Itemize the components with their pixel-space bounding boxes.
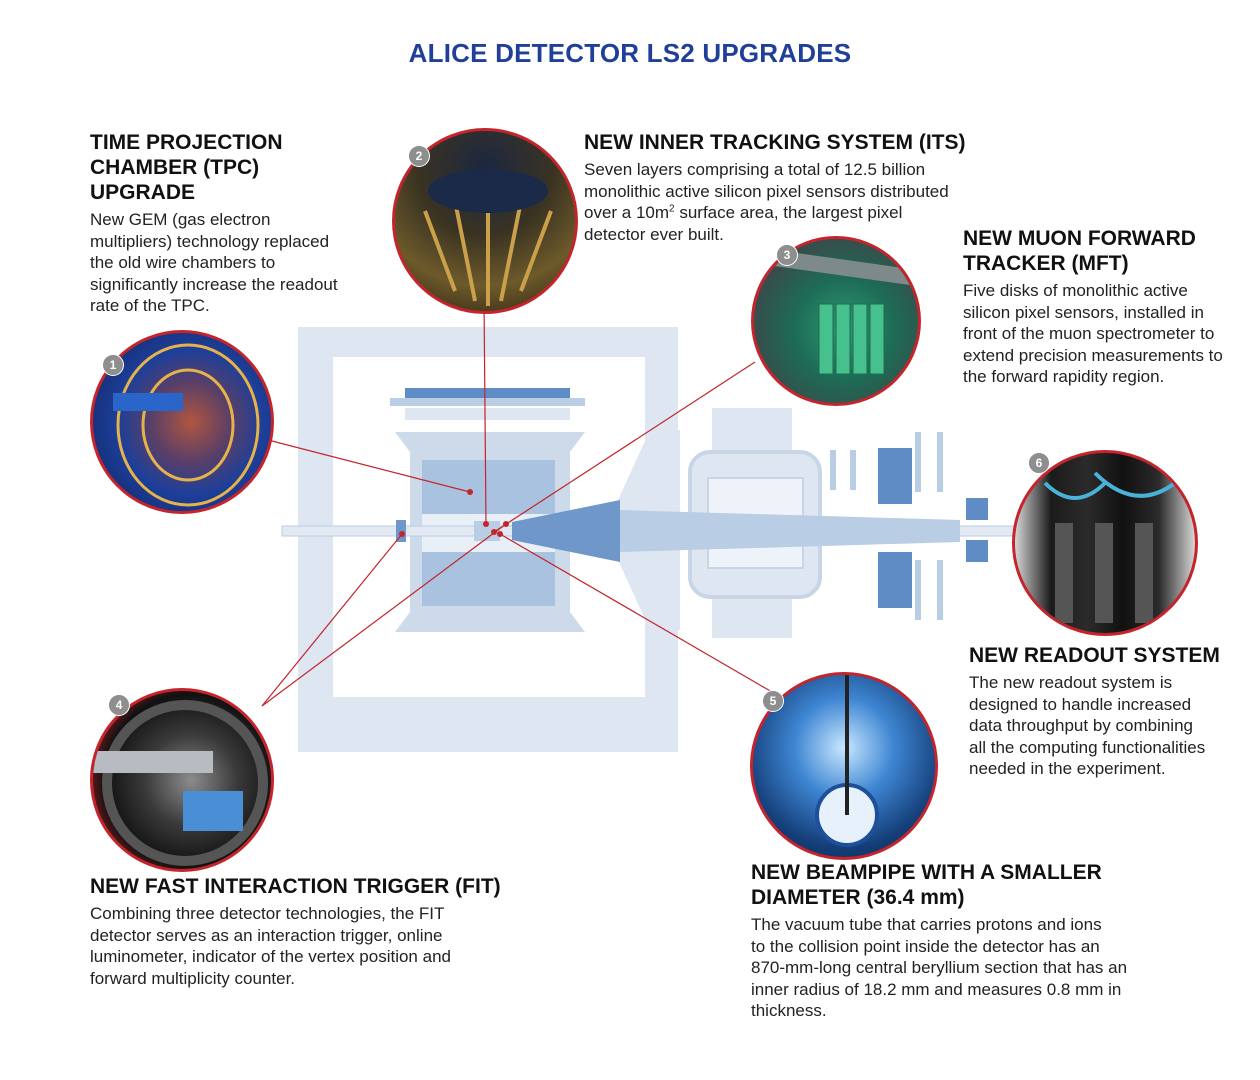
top-plate — [390, 398, 585, 406]
callout-its: NEW INNER TRACKING SYSTEM (ITS) Seven la… — [584, 130, 1004, 245]
callout-body: Five disks of monolithic active silicon … — [963, 281, 1223, 386]
leader-line-4a — [261, 533, 403, 707]
callout-body: Combining three detector technologies, t… — [90, 904, 451, 988]
callout-readout: NEW READOUT SYSTEM The new readout syste… — [969, 643, 1254, 780]
top-plate-dark — [405, 388, 570, 398]
callout-beampipe: NEW BEAMPIPE WITH A SMALLER DIAMETER (36… — [751, 860, 1191, 1022]
tpc-lower — [422, 552, 555, 606]
callout-number-1: 1 — [102, 354, 124, 376]
leader-line-4b — [261, 523, 507, 707]
readout-photo — [1012, 450, 1198, 636]
muon-filter — [878, 448, 912, 504]
beam-block-lower — [966, 540, 988, 562]
callout-heading: NEW FAST INTERACTION TRIGGER (FIT) — [90, 875, 501, 898]
mft-photo — [751, 236, 921, 406]
callout-heading: NEW INNER TRACKING SYSTEM (ITS) — [584, 131, 966, 154]
callout-number-2: 2 — [408, 145, 430, 167]
beam-block-upper — [966, 498, 988, 520]
leader-line-1 — [267, 439, 471, 493]
fit-photo — [90, 688, 274, 872]
leader-line-5 — [499, 533, 773, 693]
callout-body: The new readout system is designed to ha… — [969, 673, 1206, 778]
callout-heading: TIME PROJECTION CHAMBER (TPC) UPGRADE — [90, 131, 283, 204]
callout-body: New GEM (gas electron multipliers) techn… — [90, 210, 338, 315]
leader-line-2 — [483, 299, 487, 525]
callout-body: The vacuum tube that carries protons and… — [751, 915, 1128, 1020]
callout-tpc: TIME PROJECTION CHAMBER (TPC) UPGRADE Ne… — [90, 130, 380, 317]
callout-number-4: 4 — [108, 694, 130, 716]
top-plate-2 — [405, 408, 570, 420]
muon-trigger-3 — [915, 560, 921, 620]
tpc-photo — [90, 330, 274, 514]
its-core — [474, 521, 500, 541]
callout-number-3: 3 — [776, 244, 798, 266]
callout-fit: NEW FAST INTERACTION TRIGGER (FIT) Combi… — [90, 874, 530, 989]
beam-cone-tail — [620, 510, 960, 552]
callout-heading: NEW BEAMPIPE WITH A SMALLER DIAMETER (36… — [751, 861, 1102, 909]
tpc-upper — [422, 460, 555, 514]
callout-number-6: 6 — [1028, 452, 1050, 474]
callout-number-5: 5 — [762, 690, 784, 712]
page-title: ALICE DETECTOR LS2 UPGRADES — [408, 38, 852, 68]
callout-heading: NEW READOUT SYSTEM — [969, 644, 1220, 667]
muon-trigger-1 — [915, 432, 921, 492]
callout-mft: NEW MUON FORWARD TRACKER (MFT) Five disk… — [963, 226, 1255, 388]
leader-line-3 — [493, 361, 756, 533]
callout-heading: NEW MUON FORWARD TRACKER (MFT) — [963, 227, 1196, 275]
muon-filter-low — [878, 552, 912, 608]
callout-body: Seven layers comprising a total of 12.5 … — [584, 160, 949, 244]
muon-chamber-1 — [830, 450, 836, 490]
muon-chamber-2 — [850, 450, 856, 490]
fit-block — [396, 520, 406, 542]
muon-trigger-2 — [937, 432, 943, 492]
muon-trigger-4 — [937, 560, 943, 620]
beam-cone — [512, 500, 620, 562]
